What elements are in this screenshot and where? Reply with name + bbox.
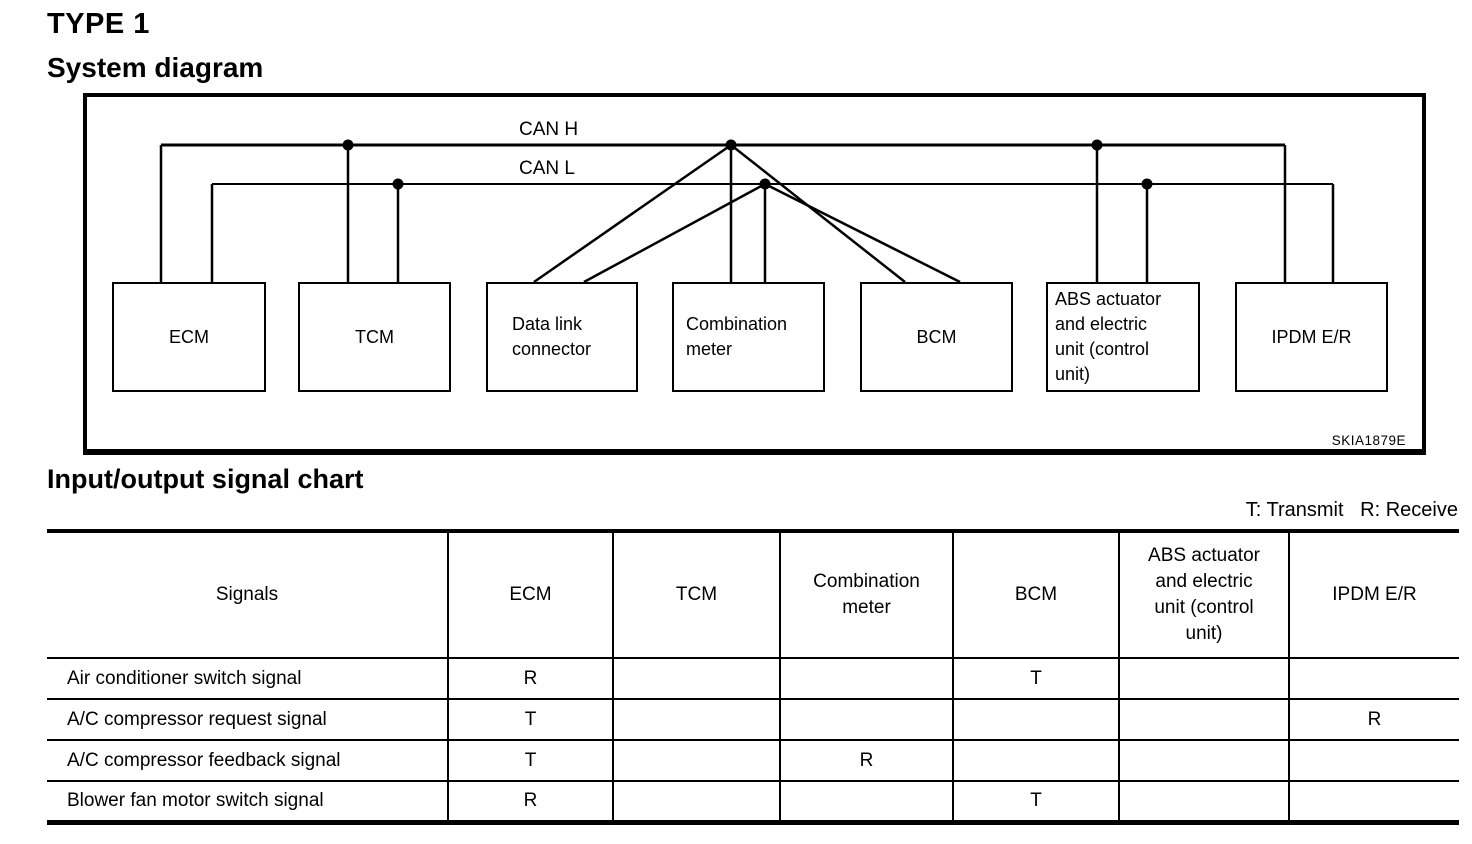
- transmit-receive-legend: T: Transmit R: Receive: [1245, 499, 1458, 521]
- can-h-bus-line: [159, 143, 1287, 282]
- signal-value-cell: R: [447, 657, 614, 700]
- signal-value-cell: [612, 739, 781, 782]
- col-header-signals-label: Signals: [215, 584, 279, 605]
- col-header-combination-meter: Combination meter: [779, 530, 954, 659]
- col-header-abs-actuator-label: ABS actuator and electric unit (control …: [1148, 545, 1260, 644]
- signal-value-cell: [1288, 657, 1459, 700]
- signal-value-cell: [1118, 698, 1290, 741]
- signal-value-cell: [1118, 657, 1290, 700]
- table-row: Blower fan motor switch signal R T: [47, 780, 1459, 823]
- signal-value-cell: R: [447, 780, 614, 823]
- io-signal-chart-heading: Input/output signal chart: [47, 464, 364, 494]
- signal-name-cell: Blower fan motor switch signal: [47, 780, 449, 823]
- can-bus-wiring: [159, 139, 1335, 284]
- signal-value-cell: T: [952, 657, 1120, 700]
- signal-value-cell: T: [952, 780, 1120, 823]
- header-row: Signals ECM TCM Combination meter BCM AB…: [47, 530, 1459, 659]
- signal-value-cell: T: [447, 698, 614, 741]
- node-bcm-label: BCM: [916, 326, 957, 347]
- junction-dots: [342, 139, 1153, 190]
- signal-value-cell: [612, 698, 781, 741]
- signal-value-cell: [1118, 739, 1290, 782]
- table-row: A/C compressor request signal T R: [47, 698, 1459, 741]
- node-combination-meter-label: Combination meter: [686, 314, 788, 359]
- col-header-ipdm-er: IPDM E/R: [1288, 530, 1459, 659]
- signal-name-cell: A/C compressor request signal: [47, 698, 449, 741]
- node-data-link-connector-label: Data link connector: [512, 314, 592, 359]
- system-diagram: CAN H CAN L ECM TCM Data link connector …: [83, 93, 1426, 455]
- can-h-label: CAN H: [515, 120, 583, 140]
- table-row: A/C compressor feedback signal T R: [47, 739, 1459, 782]
- col-header-combination-meter-label: Combination meter: [813, 571, 920, 618]
- node-bcm: BCM: [860, 282, 1013, 392]
- system-diagram-heading: System diagram: [47, 52, 264, 83]
- node-ecm: ECM: [112, 282, 266, 392]
- signal-value-cell: R: [1288, 698, 1459, 741]
- col-header-bcm-label: BCM: [1014, 584, 1058, 605]
- signal-value-cell: [952, 739, 1120, 782]
- figure-code: SKIA1879E: [1331, 433, 1406, 448]
- node-ipdm-er-label: IPDM E/R: [1271, 326, 1352, 347]
- node-data-link-connector: Data link connector: [486, 282, 638, 392]
- table-row: Air conditioner switch signal R T: [47, 657, 1459, 700]
- node-abs-actuator-label: ABS actuator and electric unit (control …: [1055, 289, 1162, 384]
- col-header-bcm: BCM: [952, 530, 1120, 659]
- can-l-label: CAN L: [515, 159, 579, 179]
- signal-name-cell: A/C compressor feedback signal: [47, 739, 449, 782]
- col-header-ecm: ECM: [447, 530, 614, 659]
- signal-value-cell: [779, 698, 954, 741]
- signal-value-cell: R: [779, 739, 954, 782]
- signal-value-cell: [1288, 739, 1459, 782]
- diagonal-stub-lines: [533, 143, 961, 284]
- signal-value-cell: [612, 657, 781, 700]
- signal-value-cell: [1118, 780, 1290, 823]
- node-ipdm-er: IPDM E/R: [1235, 282, 1388, 392]
- col-header-tcm-label: TCM: [675, 584, 718, 605]
- node-abs-actuator: ABS actuator and electric unit (control …: [1046, 282, 1200, 392]
- signal-value-cell: [779, 780, 954, 823]
- signal-name-cell: Air conditioner switch signal: [47, 657, 449, 700]
- page-title: TYPE 1: [47, 8, 150, 40]
- module-drop-lines: [346, 145, 1149, 282]
- node-ecm-label: ECM: [169, 326, 209, 347]
- signal-value-cell: [779, 657, 954, 700]
- can-l-bus-line: [210, 183, 1335, 282]
- col-header-ecm-label: ECM: [509, 584, 552, 605]
- col-header-abs-actuator: ABS actuator and electric unit (control …: [1118, 530, 1290, 659]
- signal-value-cell: T: [447, 739, 614, 782]
- col-header-signals: Signals: [47, 530, 449, 659]
- signal-value-cell: [612, 780, 781, 823]
- node-tcm: TCM: [298, 282, 451, 392]
- col-header-tcm: TCM: [612, 530, 781, 659]
- io-signal-table: Signals ECM TCM Combination meter BCM AB…: [47, 529, 1459, 825]
- signal-value-cell: [1288, 780, 1459, 823]
- signal-value-cell: [952, 698, 1120, 741]
- node-combination-meter: Combination meter: [672, 282, 825, 392]
- node-tcm-label: TCM: [355, 326, 394, 347]
- col-header-ipdm-er-label: IPDM E/R: [1332, 584, 1417, 605]
